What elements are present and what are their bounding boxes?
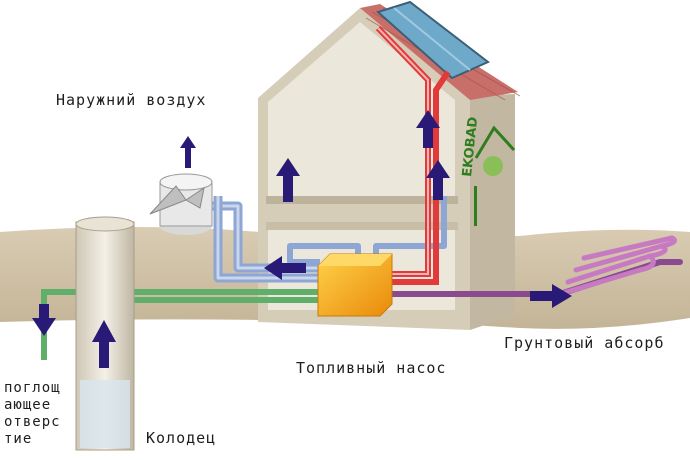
drain-hole-label: поглощ ающее отверс тие [4,380,74,448]
fuel-pump-unit [317,253,393,317]
drain-hole-label-line: ающее [4,397,52,413]
arrow-up-icon [426,160,450,200]
drain-hole-label-line: тие [4,431,33,447]
arrow-up-icon [276,158,300,202]
arrow-up-icon [92,320,116,368]
arrow-right-icon [530,284,572,308]
pipe-purple-network [387,235,683,297]
ground-absorber-label: Грунтовый абсорб [504,334,665,352]
arrow-down-icon [32,304,56,336]
arrow-up-icon [416,110,440,148]
house [258,8,515,330]
drain-hole-label-line: отверс [4,414,61,430]
fuel-pump-label: Топливный насос [296,359,447,377]
outdoor-air-label: Наружний воздух [56,91,207,109]
well-shaft [75,216,135,451]
arrow-left-icon [264,256,306,280]
logo-house-icon [474,125,516,226]
fan-unit-icon [149,173,213,235]
drain-hole-label-line: поглощ [4,380,61,396]
well-label: Колодец [146,429,217,447]
arrow-up-icon [180,136,196,168]
